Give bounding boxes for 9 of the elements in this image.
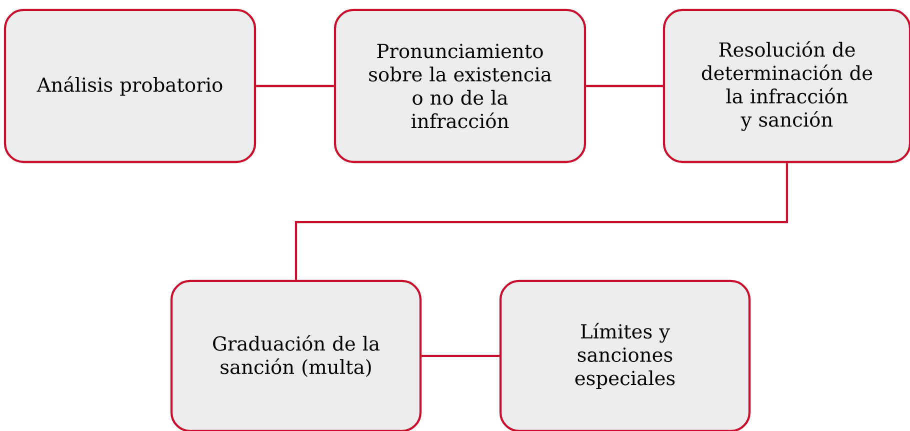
process-box: Límites y sanciones especiales bbox=[499, 280, 751, 431]
process-box: Resolución de determinación de la infracción y sanción bbox=[662, 8, 910, 164]
process-box: Graduación de la sanción (multa) bbox=[170, 280, 422, 431]
connector-line bbox=[586, 84, 663, 88]
connector-line bbox=[294, 163, 788, 280]
connector-line bbox=[256, 84, 334, 88]
process-box: Pronunciamiento sobre la existencia o no de la infracción bbox=[334, 8, 586, 164]
connector-line bbox=[422, 354, 500, 358]
process-box: Análisis probatorio bbox=[4, 8, 256, 164]
